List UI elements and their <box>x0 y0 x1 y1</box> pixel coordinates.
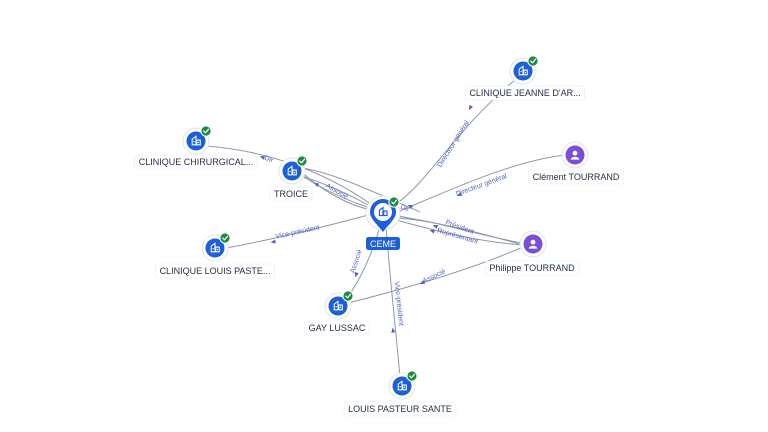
edge-label: Dir <box>399 204 411 214</box>
edge-arrow-icon <box>407 204 414 209</box>
node-label: CLINIQUE JEANNE D'AR... <box>469 88 580 98</box>
building-icon <box>287 165 297 176</box>
center-label-pill <box>366 237 400 250</box>
node-label-box <box>134 154 258 170</box>
edge-label: Vice-président <box>393 281 405 326</box>
building-icon <box>191 135 201 146</box>
building-icon <box>333 300 343 311</box>
node-label-box <box>269 186 313 202</box>
node-label: CLINIQUE CHIRURGICAL... <box>139 157 254 167</box>
check-badge-icon <box>527 55 539 67</box>
node-label-box <box>485 260 580 276</box>
edge-arrow-icon <box>313 182 320 187</box>
edge-label: Vice-président <box>275 224 320 240</box>
graph-node-troice[interactable]: TROICE <box>269 155 313 202</box>
user-icon <box>570 150 580 160</box>
edge-arrow-icon <box>354 272 359 278</box>
edge-arrow-icon <box>468 104 474 111</box>
edge-line <box>347 246 524 304</box>
edge-line <box>301 167 421 213</box>
edge-line <box>395 219 524 246</box>
edge-label: Dir <box>263 155 275 165</box>
edge-line <box>395 215 524 244</box>
edge-line <box>301 175 373 208</box>
edge-arrow-icon <box>391 327 396 333</box>
check-badge-icon <box>388 196 400 208</box>
edge-label: Associé <box>349 249 363 275</box>
edge-arrow-icon <box>259 156 266 160</box>
edge-line <box>394 154 567 214</box>
edge-line <box>301 171 373 211</box>
edge-label: Directeur général <box>455 173 508 198</box>
building-icon <box>397 380 407 391</box>
graph-node-clinique-louis[interactable]: CLINIQUE LOUIS PASTE... <box>155 232 275 279</box>
node-label-box <box>155 263 275 279</box>
check-badge-icon <box>406 370 418 382</box>
user-icon <box>528 239 538 249</box>
graph-node-philippe[interactable]: Philippe TOURRAND <box>485 230 580 276</box>
building-icon <box>378 206 388 217</box>
node-label-box <box>528 169 625 185</box>
edge-line <box>395 217 524 246</box>
edge-arrow-icon <box>270 239 276 244</box>
node-label: GAY LUSSAC <box>309 323 366 333</box>
node-label: Philippe TOURRAND <box>489 263 575 273</box>
node-label: CEME <box>370 239 396 249</box>
check-badge-icon <box>219 232 231 244</box>
node-label-box <box>465 85 585 101</box>
check-badge-icon <box>342 290 354 302</box>
node-label-box <box>343 401 457 417</box>
node-label: Clément TOURRAND <box>533 172 620 182</box>
building-icon <box>210 242 220 253</box>
check-badge-icon <box>200 125 212 137</box>
node-label: LOUIS PASTEUR SANTE <box>348 404 452 414</box>
check-badge-icon <box>296 155 308 167</box>
edge-line <box>225 213 373 249</box>
node-label-box <box>304 320 371 336</box>
graph-node-clinique-chir[interactable]: CLINIQUE CHIRURGICAL... <box>134 125 258 170</box>
nodes-layer: CEME CLINIQUE JEANNE D'AR... CLINIQUE CHIR… <box>134 55 625 417</box>
node-label: CLINIQUE LOUIS PASTE... <box>160 266 271 276</box>
graph-node-gay-lussac[interactable]: GAY LUSSAC <box>304 290 371 336</box>
edge-arrow-icon <box>419 280 426 285</box>
edge-label: Directeur général <box>437 119 472 169</box>
graph-node-clinique-jeanne[interactable]: CLINIQUE JEANNE D'AR... <box>465 55 585 101</box>
edge-arrow-icon <box>432 224 439 229</box>
graph-node-clement[interactable]: Clément TOURRAND <box>528 141 625 185</box>
edge-arrow-icon <box>456 192 463 197</box>
node-label: TROICE <box>274 189 308 199</box>
building-icon <box>518 65 528 76</box>
graph-node-ceme[interactable]: CEME <box>365 195 401 250</box>
edge-arrow-icon <box>429 229 435 234</box>
graph-node-louis-pasteur-sante[interactable]: LOUIS PASTEUR SANTE <box>343 370 457 417</box>
